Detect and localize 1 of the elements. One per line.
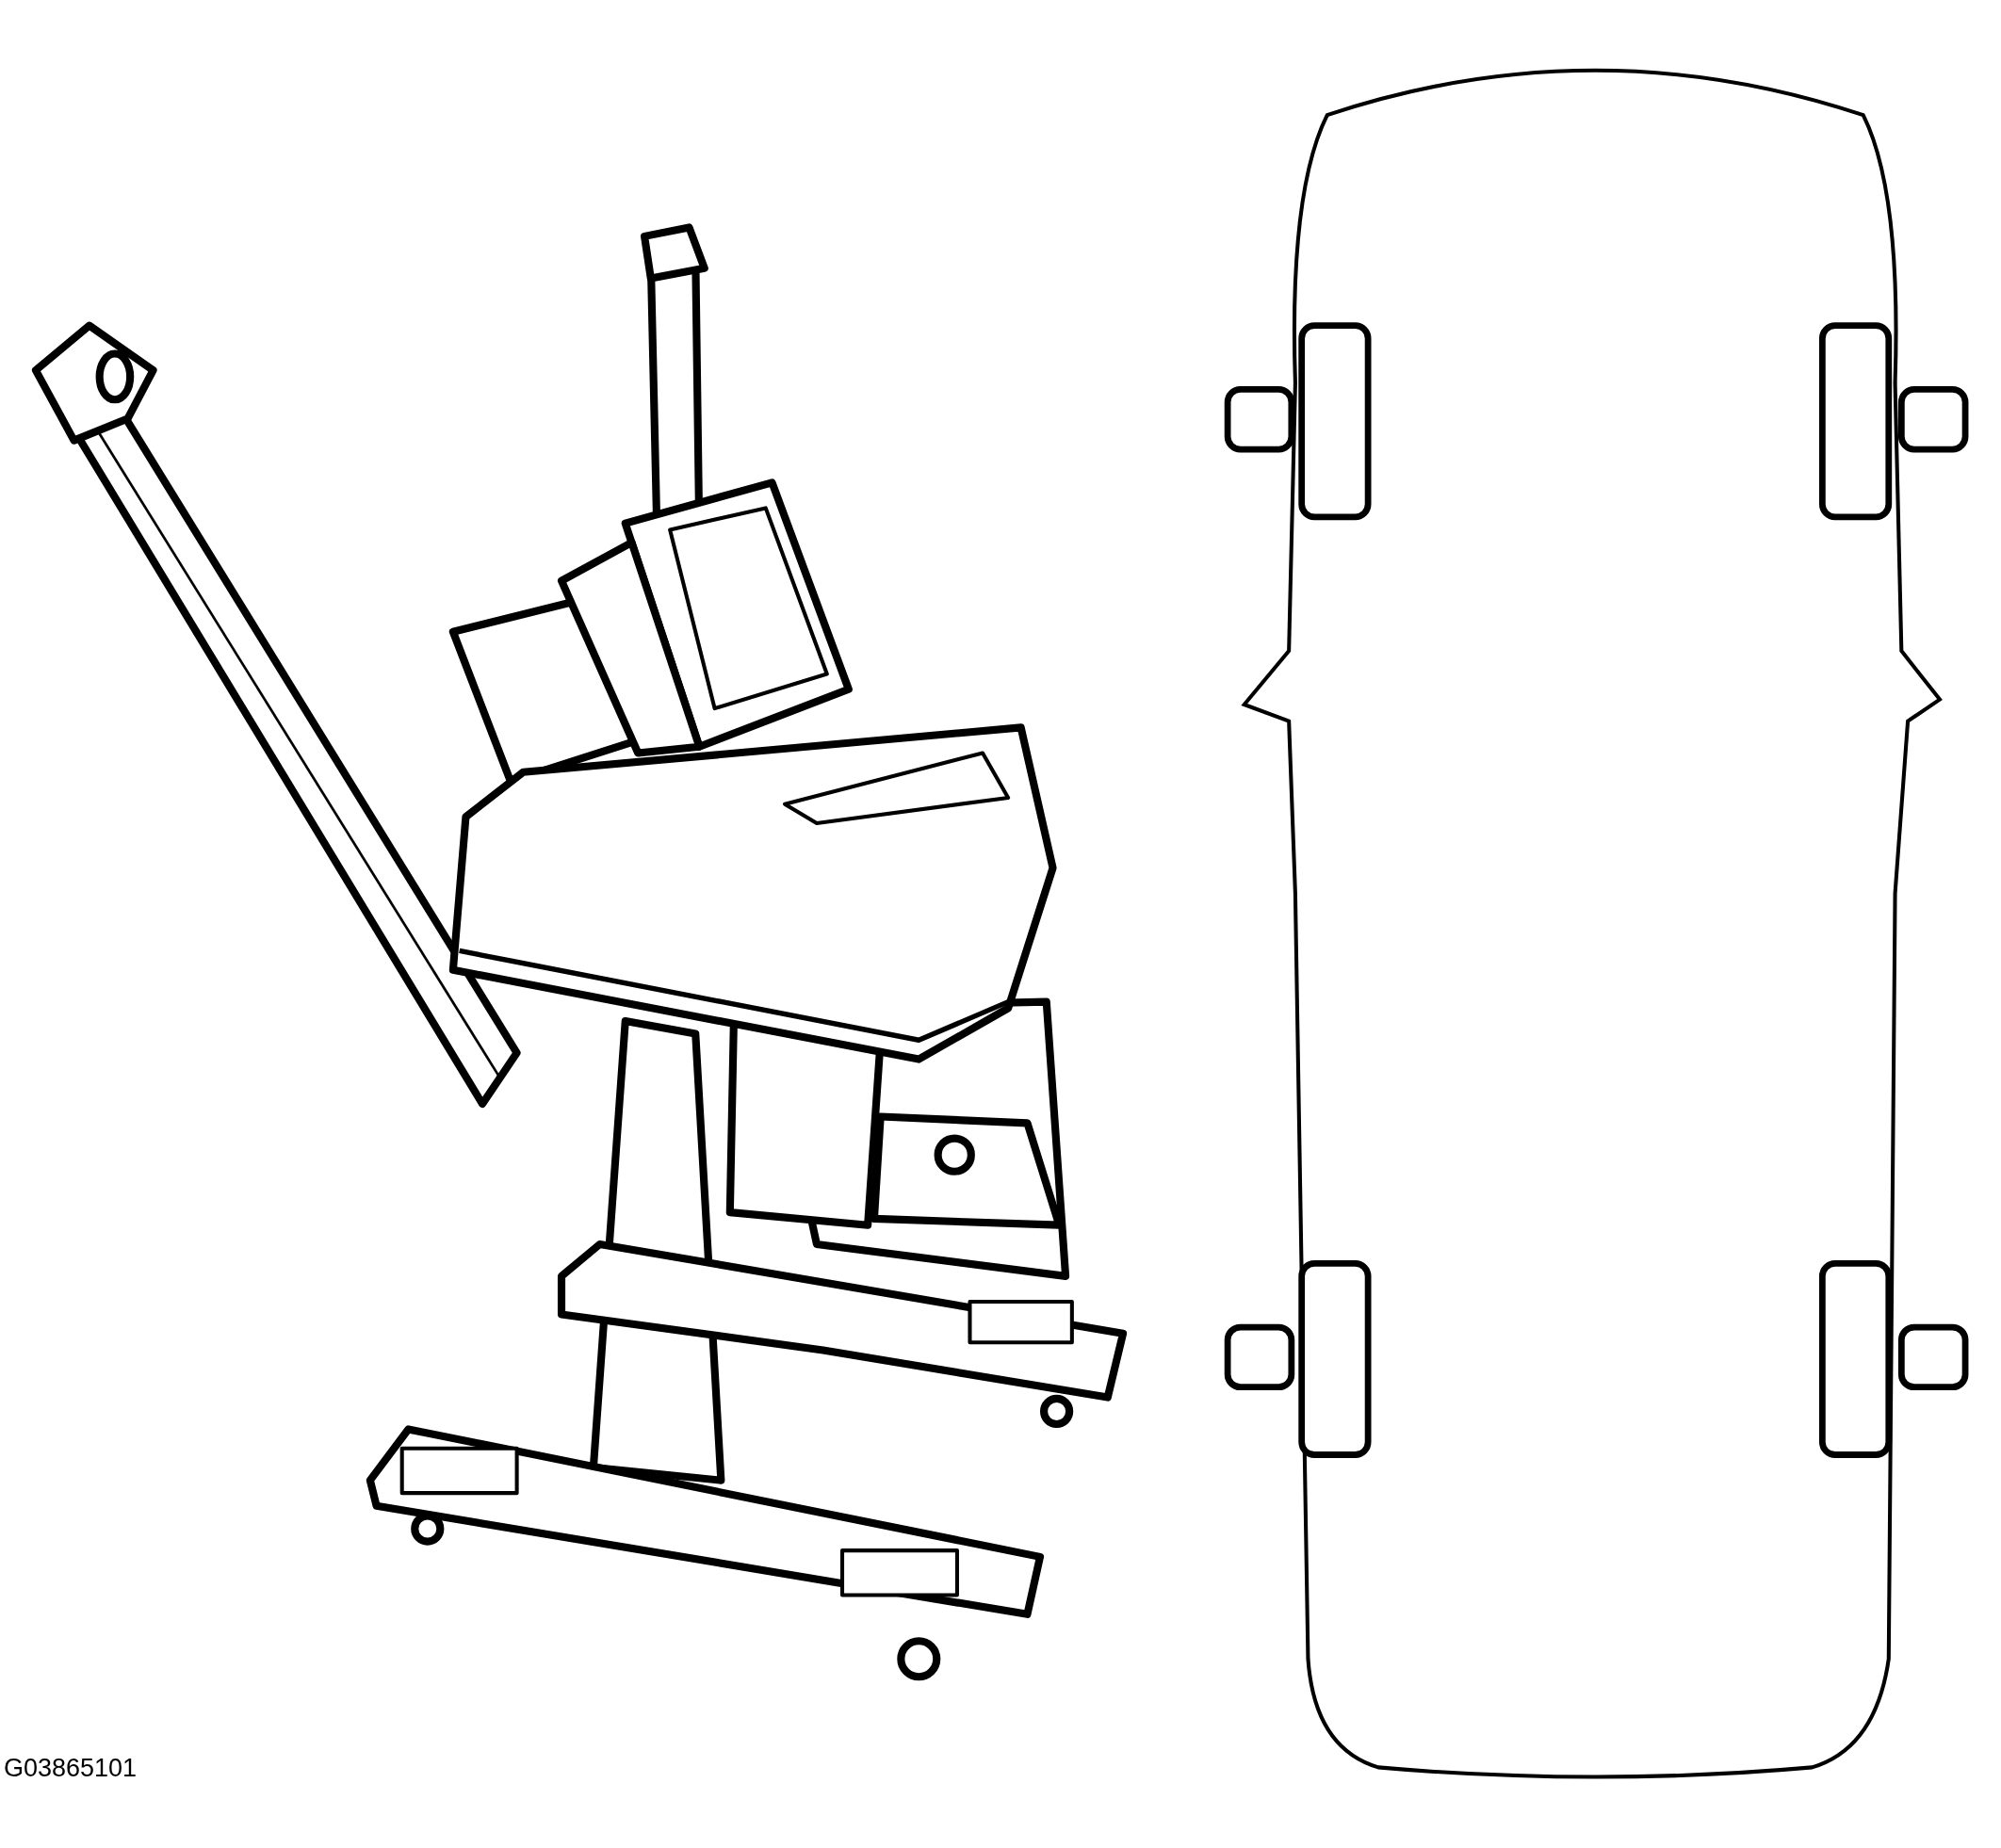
figure-code: G03865101 [4, 1754, 138, 1783]
